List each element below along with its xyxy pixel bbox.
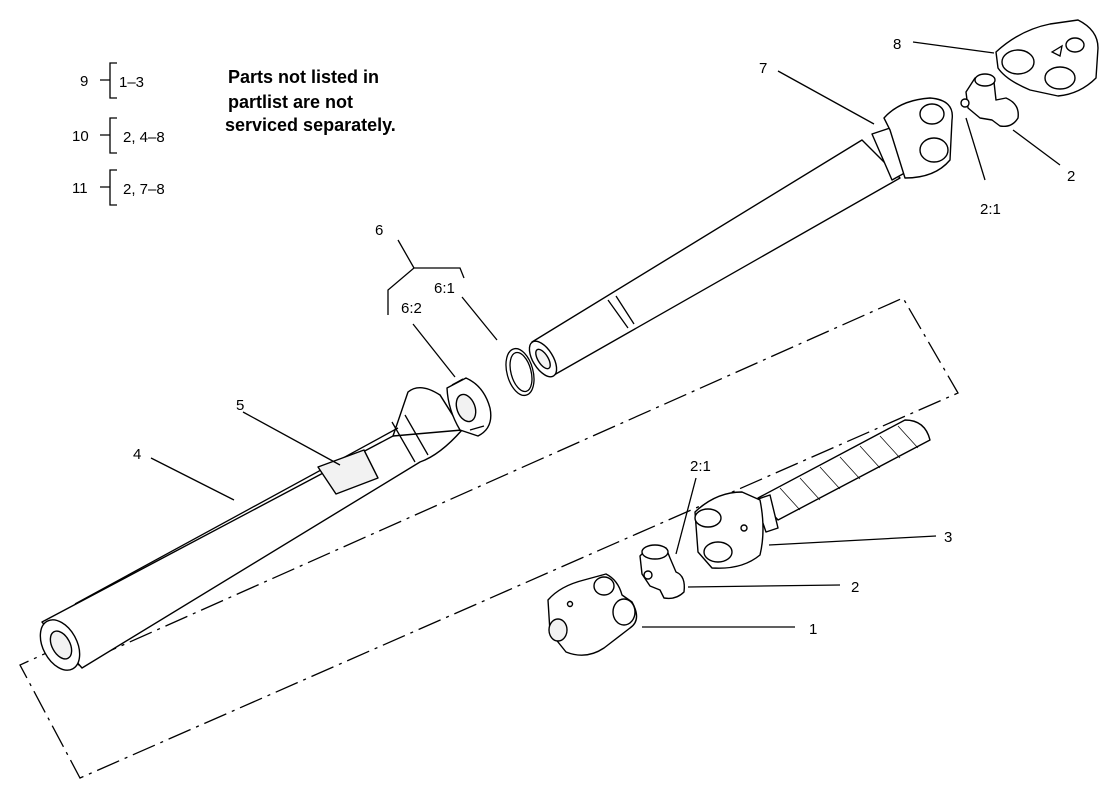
group-number: 11 [72,180,88,197]
cross-kit [960,73,1019,128]
yoke [995,19,1099,97]
callout-label: 8 [893,36,901,53]
callout-label: 6:1 [434,280,455,297]
callout-label: 2 [851,579,859,596]
group-range: 2, 4–8 [123,129,165,146]
callout-label: 4 [133,446,141,463]
splined-shaft [694,419,931,569]
group-bracket [100,169,117,206]
callout-labels: 4 5 6 6:1 6:2 7 8 2:1 2 2:1 3 2 1 [133,36,1075,638]
note-line: Parts not listed in [228,67,379,87]
group-range: 1–3 [119,74,144,91]
group-number: 9 [80,73,88,90]
callout-label: 2:1 [690,458,711,475]
note-line: partlist are not [228,92,353,112]
callout-label: 6:2 [401,300,422,317]
callout-label: 1 [809,621,817,638]
callout-label: 3 [944,529,952,546]
yoke [547,573,638,656]
decal [317,449,379,495]
cross-kit [639,544,686,600]
inner-tube [528,97,954,378]
group-number: 10 [72,128,89,145]
group-range: 2, 7–8 [123,181,165,198]
bearing-ring [446,377,492,437]
callout-label: 2:1 [980,201,1001,218]
note-line: serviced separately. [225,115,396,135]
callout-label: 2 [1067,168,1075,185]
callout-label: 5 [236,397,244,414]
outer-tube [39,387,463,671]
shaft-splines [779,425,919,511]
leader-lines [150,41,1061,628]
group-bracket [100,117,117,154]
service-note: Parts not listed in partlist are not ser… [225,67,396,135]
snap-ring [505,347,535,397]
group-list: 9 1–3 10 2, 4–8 11 2, 7–8 [72,62,165,206]
group-bracket [100,62,117,99]
callout-label: 6 [375,222,383,239]
assembly-chain-line [19,297,959,779]
callout-label: 7 [759,60,767,77]
